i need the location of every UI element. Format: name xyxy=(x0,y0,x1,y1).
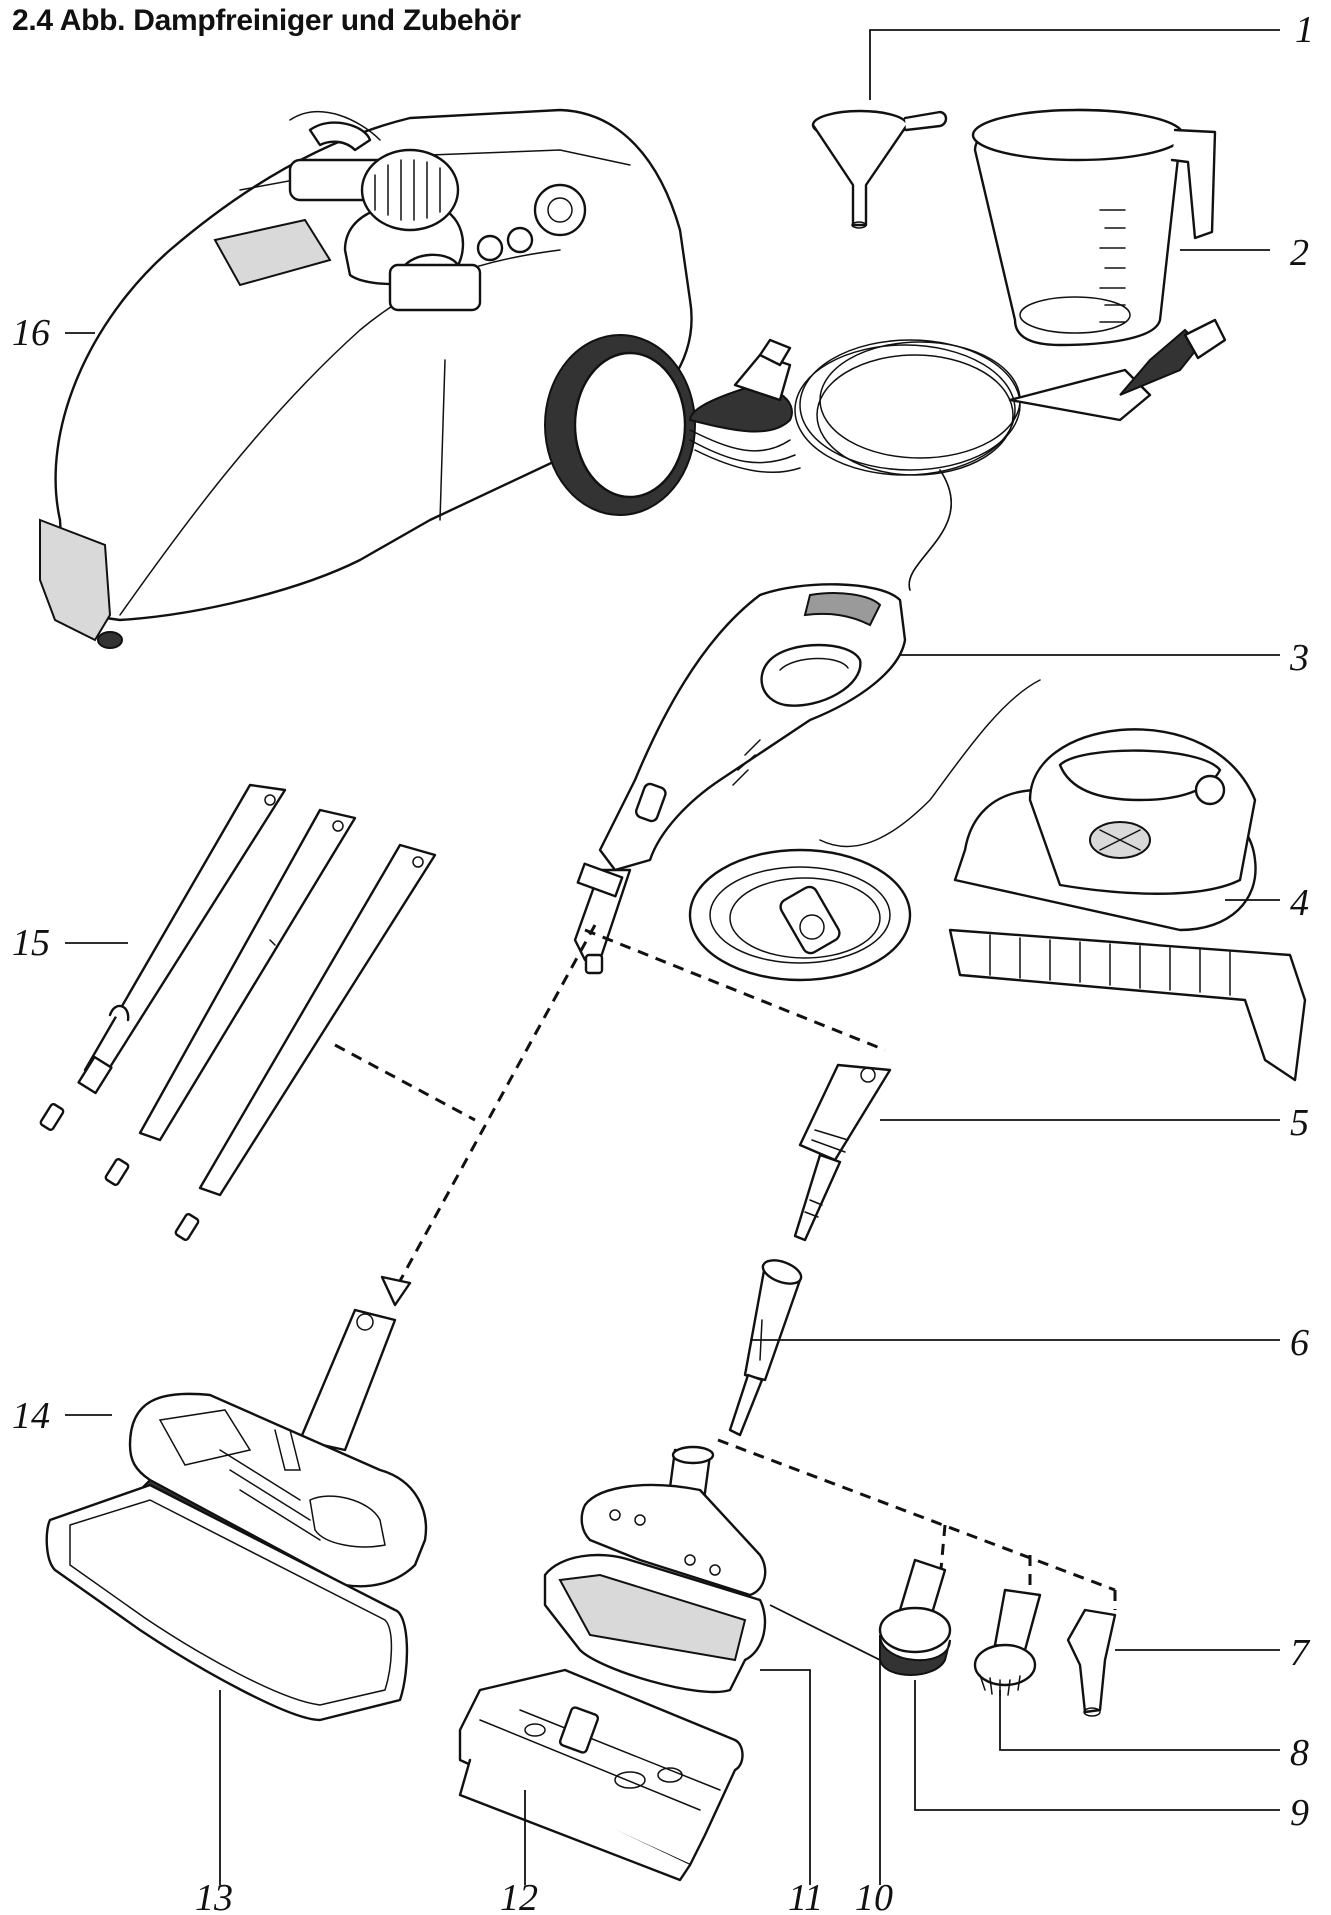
floor-cloth-icon xyxy=(45,1483,409,1722)
callout-5: 5 xyxy=(1290,1102,1309,1144)
hand-nozzle-icon xyxy=(543,1445,767,1694)
callout-13: 13 xyxy=(195,1877,233,1915)
callout-leader-lines xyxy=(65,29,1280,1885)
callout-3: 3 xyxy=(1289,637,1309,679)
callout-7: 7 xyxy=(1290,1632,1311,1674)
window-nozzle-icon xyxy=(793,1063,892,1242)
callout-6: 6 xyxy=(1290,1322,1309,1364)
callout-8: 8 xyxy=(1290,1732,1309,1774)
steam-cleaner-body xyxy=(39,108,801,649)
nozzle-frame-icon xyxy=(458,1668,744,1882)
callout-14: 14 xyxy=(12,1395,50,1437)
callout-10: 10 xyxy=(855,1877,893,1915)
power-cord-plug xyxy=(688,338,801,474)
steam-iron-icon xyxy=(688,679,1307,1082)
hand-piece-icon xyxy=(573,583,907,975)
callout-11: 11 xyxy=(788,1877,823,1915)
steam-hose-icon xyxy=(794,318,1227,591)
page-title: 2.4 Abb. Dampfreiniger und Zubehör xyxy=(12,4,521,37)
extension-tubes-icon xyxy=(39,783,437,1241)
callout-numbers: 1 2 3 4 5 6 7 8 9 10 11 12 13 14 15 16 xyxy=(12,9,1314,1915)
spot-nozzle-icon xyxy=(728,1259,803,1437)
measuring-jug-icon xyxy=(971,108,1217,347)
round-brush-large-icon xyxy=(878,1558,952,1676)
callout-12: 12 xyxy=(500,1877,538,1915)
angled-nozzle-icon xyxy=(1066,1608,1117,1717)
callout-1: 1 xyxy=(1295,9,1314,51)
steam-dial-knob xyxy=(360,148,460,232)
connection-dashed-lines xyxy=(334,924,1117,1610)
round-brush-small-icon xyxy=(973,1588,1042,1697)
callout-2: 2 xyxy=(1290,232,1309,274)
callout-9: 9 xyxy=(1290,1792,1309,1834)
callout-4: 4 xyxy=(1290,882,1309,924)
callout-15: 15 xyxy=(12,922,50,964)
callout-16: 16 xyxy=(12,312,50,354)
wheel-icon xyxy=(544,334,696,516)
funnel-icon xyxy=(811,109,948,229)
